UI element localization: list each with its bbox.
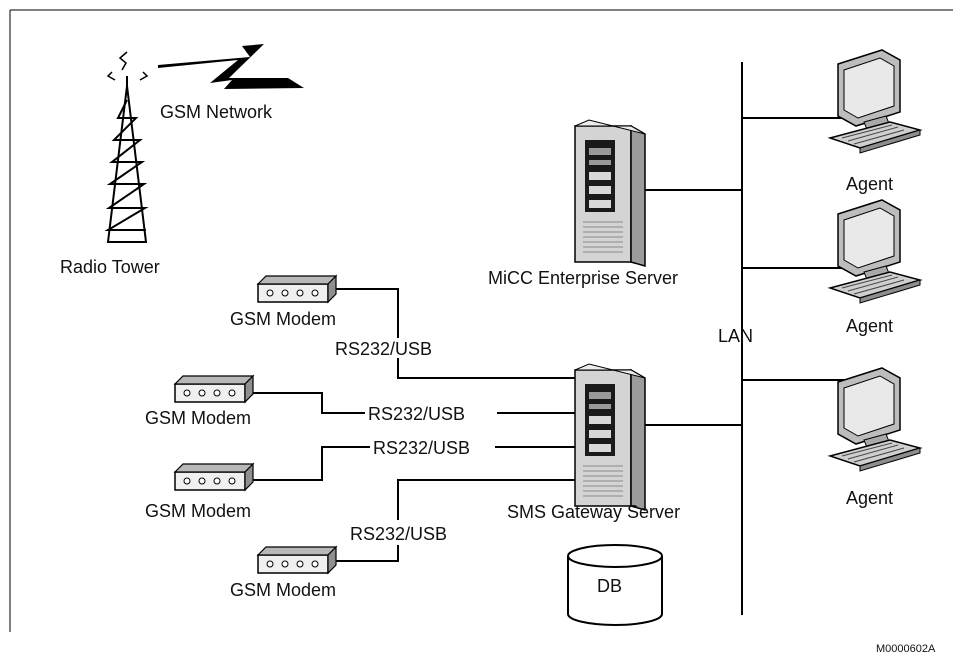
agent-computer-icon <box>829 49 921 154</box>
gsm-modem-label: GSM Modem <box>230 309 336 329</box>
agent-computer-icon <box>829 199 921 304</box>
gsm-modem-label: GSM Modem <box>230 580 336 600</box>
agent-label: Agent <box>846 488 893 508</box>
gsm-network-label: GSM Network <box>160 102 273 122</box>
gsm-modem-icon <box>257 546 337 574</box>
gsm-modem-icon <box>257 275 337 303</box>
serial-link-2 <box>253 392 575 414</box>
tower-label: Radio Tower <box>60 257 160 277</box>
agent-label: Agent <box>846 174 893 194</box>
gsm-modem-icon <box>174 375 254 403</box>
serial-link-label: RS232/USB <box>368 404 465 424</box>
enterprise-server-label: MiCC Enterprise Server <box>488 268 678 288</box>
gateway-server-icon <box>574 363 646 511</box>
gsm-modem-label: GSM Modem <box>145 501 251 521</box>
gateway-server-label: SMS Gateway Server <box>507 502 680 522</box>
figure-id: M0000602A <box>876 643 936 655</box>
lan-label: LAN <box>718 326 753 346</box>
gsm-modem-label: GSM Modem <box>145 408 251 428</box>
serial-link-label: RS232/USB <box>373 438 470 458</box>
serial-link-1 <box>336 288 575 379</box>
radio-tower-icon <box>104 51 149 243</box>
serial-link-label: RS232/USB <box>350 524 447 544</box>
database-icon <box>567 544 663 626</box>
lightning-bolt-icon <box>158 44 304 89</box>
gsm-modem-icon <box>174 463 254 491</box>
agent-computer-icon <box>829 367 921 472</box>
serial-link-4 <box>336 479 575 562</box>
agent-label: Agent <box>846 316 893 336</box>
db-label: DB <box>597 576 622 596</box>
enterprise-server-icon <box>574 119 646 267</box>
serial-link-3 <box>253 446 575 481</box>
serial-link-label: RS232/USB <box>335 339 432 359</box>
